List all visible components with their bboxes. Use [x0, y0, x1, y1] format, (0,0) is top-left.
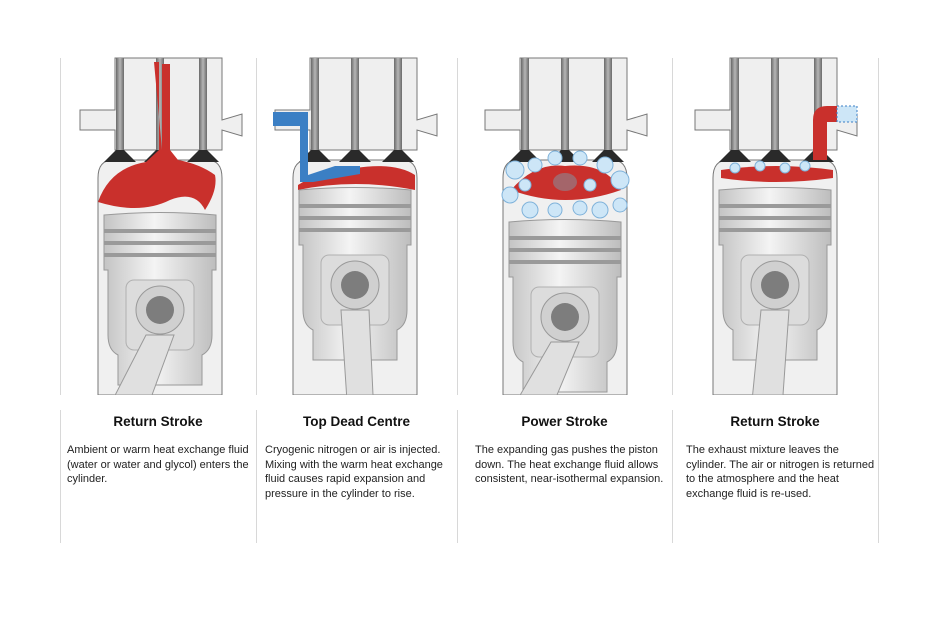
stage-panel-return-stroke: Return Stroke Ambient or warm heat excha…	[60, 50, 256, 550]
gas-bubble	[518, 178, 532, 192]
piston-ring	[299, 216, 411, 220]
valve-stem	[561, 58, 569, 150]
stage-description: Ambient or warm heat exchange fluid (wat…	[67, 444, 249, 485]
valve-head	[339, 150, 371, 162]
gas-bubble	[596, 156, 614, 174]
piston-ring	[719, 228, 831, 232]
piston-ring	[509, 248, 621, 252]
gas-bubble	[583, 178, 597, 192]
piston-illustration	[457, 57, 672, 410]
valve-head	[104, 150, 136, 162]
stage-panel-power-stroke: Power Stroke The expanding gas pushes th…	[457, 50, 672, 550]
valve-stem	[394, 58, 402, 150]
gas-bubble	[572, 200, 588, 216]
valve-head	[382, 150, 414, 162]
gas-bubble	[547, 202, 563, 218]
valve-stem	[521, 58, 529, 150]
stage-panel-top-dead-centre: Top Dead Centre Cryogenic nitrogen or ai…	[256, 50, 457, 550]
cryogen-injection-pipe	[273, 112, 360, 182]
piston-ring	[719, 204, 831, 208]
piston-ring	[509, 260, 621, 264]
valve-stem	[351, 58, 359, 150]
piston-illustration	[256, 57, 457, 410]
connecting-rod	[340, 309, 374, 396]
gas-bubble	[505, 160, 525, 180]
valve-stem	[814, 58, 822, 150]
heat-exchange-fluid	[98, 62, 216, 210]
gas-bubble	[501, 186, 519, 204]
divider	[60, 58, 61, 543]
piston-ring	[104, 253, 216, 257]
valve-stem	[771, 58, 779, 150]
piston-illustration	[60, 57, 256, 410]
stage-title: Return Stroke	[113, 414, 203, 429]
gas-bubble	[779, 162, 791, 174]
valve-stem	[156, 58, 164, 150]
piston-ring	[104, 241, 216, 245]
gas-bubble	[572, 150, 588, 166]
piston-ring	[509, 236, 621, 240]
piston-ring	[104, 229, 216, 233]
stage-description: The expanding gas pushes the piston down…	[475, 444, 664, 485]
piston-ring	[719, 216, 831, 220]
piston-ring	[299, 204, 411, 208]
stage-description: The exhaust mixture leaves the cylinder.…	[686, 444, 875, 500]
valve-head	[719, 150, 751, 162]
valve-stem	[116, 58, 124, 150]
gas-bubble	[754, 160, 766, 172]
stage-description: Cryogenic nitrogen or air is injected. M…	[265, 444, 443, 500]
piston-illustration	[672, 57, 878, 410]
stage-panel-return-stroke-exhaust: Return Stroke The exhaust mixture leaves…	[672, 50, 878, 550]
stage-title: Top Dead Centre	[302, 414, 410, 429]
piston-ring	[299, 228, 411, 232]
divider	[878, 58, 879, 543]
valve-head	[187, 150, 219, 162]
gas-bubble	[521, 201, 539, 219]
divider	[256, 58, 257, 543]
gas-bubble	[591, 201, 609, 219]
stage-title: Power Stroke	[521, 414, 608, 429]
stage-title: Return Stroke	[730, 414, 820, 429]
divider	[457, 58, 458, 543]
valve-stem	[731, 58, 739, 150]
divider	[672, 58, 673, 543]
gas-bubble	[612, 197, 628, 213]
gas-bubble	[547, 150, 563, 166]
valve-stem	[199, 58, 207, 150]
valve-stem	[311, 58, 319, 150]
gas-bubble	[610, 170, 630, 190]
gas-bubble	[799, 160, 811, 172]
valve-stem	[604, 58, 612, 150]
gas-bubble	[527, 157, 543, 173]
gas-bubble	[729, 162, 741, 174]
valve-head	[759, 150, 791, 162]
